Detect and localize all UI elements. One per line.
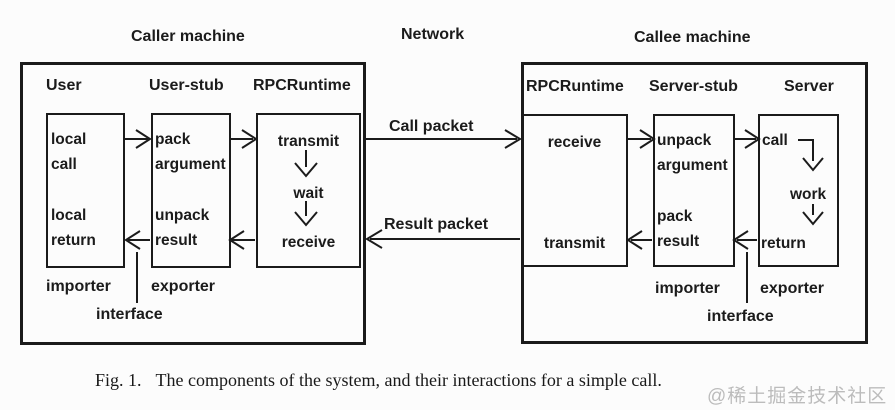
rpcruntime-callee-column-header: RPCRuntime bbox=[526, 78, 624, 95]
user-stub-column-header: User-stub bbox=[149, 77, 224, 94]
callee-machine-label: Callee machine bbox=[634, 29, 751, 46]
unpack-argument-label: unpack argument bbox=[657, 132, 728, 174]
call-packet-label: Call packet bbox=[389, 118, 474, 135]
local-return-label: local return bbox=[51, 207, 96, 249]
importer-caller-label: importer bbox=[46, 278, 111, 295]
caller-machine-label: Caller machine bbox=[131, 28, 245, 45]
importer-callee-label: importer bbox=[655, 280, 720, 297]
transmit-callee-label: transmit bbox=[543, 235, 606, 252]
interface-caller-label: interface bbox=[96, 306, 163, 323]
exporter-callee-label: exporter bbox=[760, 280, 825, 297]
receive-label: receive bbox=[281, 234, 336, 251]
figure-number: Fig. 1. bbox=[95, 370, 142, 390]
receive-callee-label: receive bbox=[547, 134, 602, 151]
figure-caption: Fig. 1. The components of the system, and… bbox=[95, 369, 662, 391]
figure-caption-text: The components of the system, and their … bbox=[155, 370, 662, 390]
pack-argument-label: pack argument bbox=[155, 131, 226, 173]
user-stub-box: pack argument unpack result bbox=[151, 113, 231, 268]
work-label: work bbox=[790, 186, 827, 203]
server-column-header: Server bbox=[784, 78, 834, 95]
server-box: call work return bbox=[758, 114, 839, 267]
watermark: @稀土掘金技术社区 bbox=[707, 386, 888, 407]
rpcruntime-caller-column-header: RPCRuntime bbox=[253, 77, 351, 94]
call-label: call bbox=[762, 132, 788, 149]
wait-label: wait bbox=[293, 185, 324, 202]
local-call-label: local call bbox=[51, 131, 87, 173]
return-label: return bbox=[761, 235, 806, 252]
interface-callee-label: interface bbox=[707, 308, 774, 325]
transmit-label: transmit bbox=[277, 133, 340, 150]
network-label: Network bbox=[401, 26, 465, 43]
caller-machine-box bbox=[20, 62, 366, 345]
unpack-result-label: unpack result bbox=[155, 207, 210, 249]
pack-result-label: pack result bbox=[657, 208, 700, 250]
server-stub-column-header: Server-stub bbox=[649, 78, 738, 95]
result-packet-label: Result packet bbox=[384, 216, 489, 233]
user-box: local call local return bbox=[46, 113, 125, 268]
exporter-caller-label: exporter bbox=[151, 278, 216, 295]
server-stub-box: unpack argument pack result bbox=[653, 114, 735, 267]
rpcruntime-callee-box: receive transmit bbox=[521, 114, 628, 267]
user-column-header: User bbox=[46, 77, 82, 94]
rpcruntime-caller-box: transmit wait receive bbox=[256, 113, 361, 268]
